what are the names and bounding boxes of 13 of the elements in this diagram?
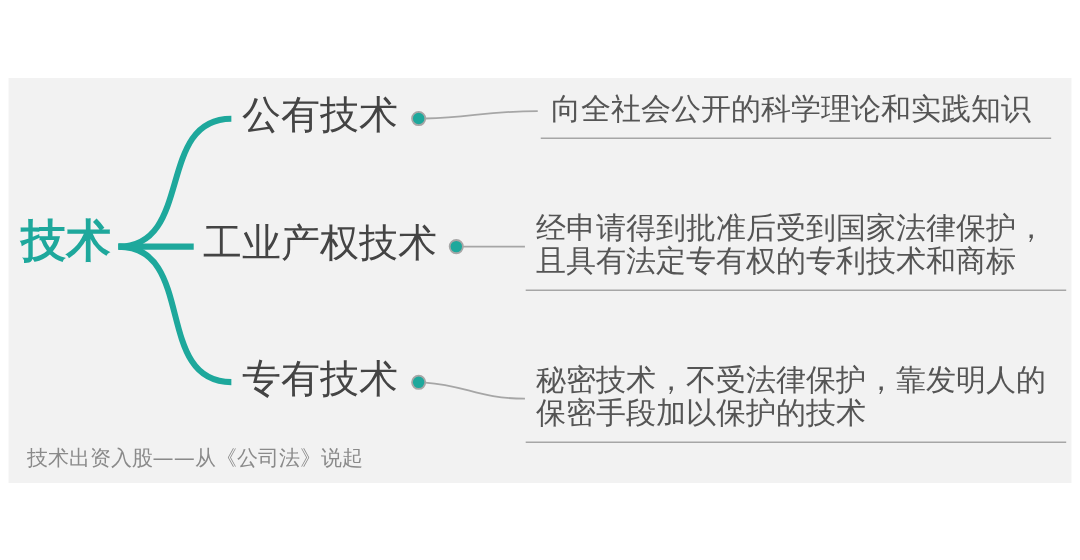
connector <box>117 243 232 385</box>
node-text: 技术 <box>20 213 111 267</box>
node-text: 向全社会公开的科学理论和实践知识 <box>551 90 1032 126</box>
node-text: 公有技术 <box>241 91 398 137</box>
connector <box>411 109 539 126</box>
node-text: 工业产权技术 <box>202 219 437 265</box>
connector <box>118 115 232 250</box>
connector <box>448 238 526 254</box>
node-text: 专有技术 <box>241 355 398 401</box>
connector <box>411 374 526 400</box>
caption: 技术出资入股——从《公司法》说起 <box>26 444 363 470</box>
node-text: 经申请得到批准后受到国家法律保护，且具有法定专有权的专利技术和商标 <box>536 209 1047 278</box>
node-text: 秘密技术，不受法律保护，靠发明人的保密手段加以保护的技术 <box>536 361 1047 430</box>
